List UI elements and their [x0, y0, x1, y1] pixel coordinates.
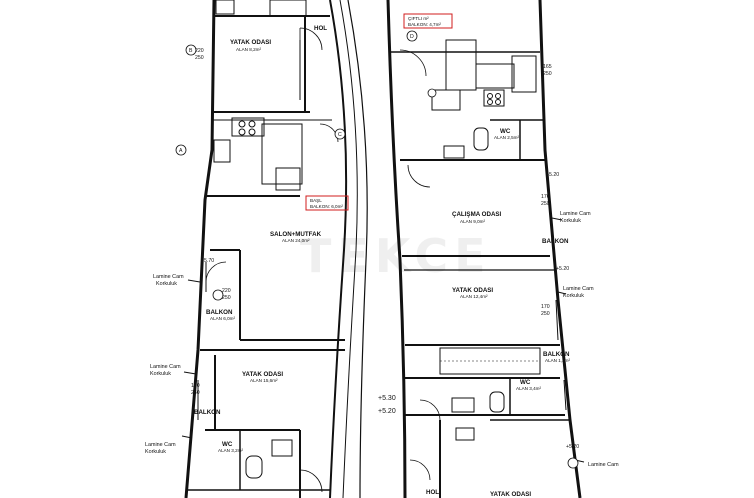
lamine-right-1-b: Korkuluk: [560, 218, 581, 224]
lamine-right-2-a: Lamine Cam: [563, 286, 594, 292]
right-wc-1-name: WC: [500, 128, 511, 135]
marker-c: C: [338, 132, 342, 138]
left-wc-name: WC: [222, 441, 233, 448]
dim-d2-top: 220: [222, 288, 231, 294]
level-right-3: +5.20: [566, 444, 579, 450]
level-upper: +5.30: [378, 395, 396, 402]
dim-d6-bottom: 250: [543, 71, 552, 77]
lamine-left-2-b: Korkuluk: [150, 371, 171, 377]
dim-d3-top: 170: [541, 194, 550, 200]
lamine-left-2-a: Lamine Cam: [150, 364, 181, 370]
left-interior-walls: [186, 0, 345, 498]
right-redbox-line2: BALKON: 4,7m²: [408, 22, 441, 27]
right-balkon-2-name: BALKON: [543, 351, 570, 358]
lamine-left-3-b: Korkuluk: [145, 449, 166, 455]
lamine-left-1-a: Lamine Cam: [153, 274, 184, 280]
right-balkon-2-area: ALAN 1,2m²: [545, 358, 570, 363]
right-calisma-name: ÇALIŞMA ODASI: [452, 211, 502, 218]
dim-d2-bottom: 250: [222, 295, 231, 301]
left-hol-name: HOL: [314, 25, 327, 32]
red-info-box-left: [305, 195, 349, 211]
left-yatak-1-name: YATAK ODASI: [230, 39, 271, 46]
watermark: TEKCE: [300, 229, 492, 283]
right-wc-2-name: WC: [520, 379, 531, 386]
left-salon-area: ALAN 24,0m²: [282, 238, 310, 243]
right-hol-name: HOL: [426, 489, 439, 496]
left-yatak-1-area: ALAN 8,2m²: [236, 47, 261, 52]
right-balkon-1-name: BALKON: [542, 238, 569, 245]
marker-d: D: [410, 34, 414, 40]
dim-d5-top: 120: [191, 383, 200, 389]
dim-d1-bottom: 250: [195, 55, 204, 61]
dim-d6-top: 165: [543, 64, 552, 70]
red-info-box-right: [403, 13, 453, 29]
left-redbox-line2: BALKON: 6,0m²: [310, 204, 343, 209]
left-redbox-line1: BAŞL: [310, 198, 322, 203]
dim-d4-bottom: 250: [541, 311, 550, 317]
left-wc-area: ALAN 3,2m²: [218, 448, 243, 453]
building-outline: [184, 0, 582, 498]
left-balkon-1-name: BALKON: [206, 309, 233, 316]
dim-d1-top: 220: [195, 48, 204, 54]
lamine-right-2-b: Korkuluk: [563, 293, 584, 299]
level-right-1: +5.20: [546, 172, 559, 178]
right-wc-1-area: ALAN 2,5m²: [494, 135, 519, 140]
dim-left-sill: 5.70: [204, 258, 214, 264]
level-right-2: +5.20: [556, 266, 569, 272]
left-salon-name: SALON+MUTFAK: [270, 231, 322, 238]
right-yatak-2-name: YATAK ODASI: [490, 491, 531, 498]
marker-b: B: [189, 48, 193, 54]
lamine-left-3-a: Lamine Cam: [145, 442, 176, 448]
right-interior-walls: [390, 39, 570, 498]
lamine-right-1-a: Lamine Cam: [560, 211, 591, 217]
right-yatak-1-area: ALAN 12,4m²: [460, 294, 488, 299]
dim-d5-bottom: 250: [191, 390, 200, 396]
right-redbox-line1: ÇIFTLI m²: [408, 16, 429, 21]
left-yatak-2-name: YATAK ODASI: [242, 371, 283, 378]
lamine-left-1-b: Korkuluk: [156, 281, 177, 287]
left-yatak-2-area: ALAN 15,6m²: [250, 378, 278, 383]
dim-d3-bottom: 250: [541, 201, 550, 207]
left-balkon-2-name: BALKON: [194, 409, 221, 416]
right-wc-2-area: ALAN 3,4m²: [516, 386, 541, 391]
left-balkon-1-area: ALAN 6,0m²: [210, 316, 235, 321]
lamine-right-3-a: Lamine Cam: [588, 462, 619, 468]
level-lower: +5.20: [378, 408, 396, 415]
right-calisma-area: ALAN 9,0m²: [460, 219, 485, 224]
dim-d4-top: 170: [541, 304, 550, 310]
section-markers: [175, 30, 579, 469]
marker-a: A: [179, 148, 183, 154]
right-yatak-1-name: YATAK ODASI: [452, 287, 493, 294]
